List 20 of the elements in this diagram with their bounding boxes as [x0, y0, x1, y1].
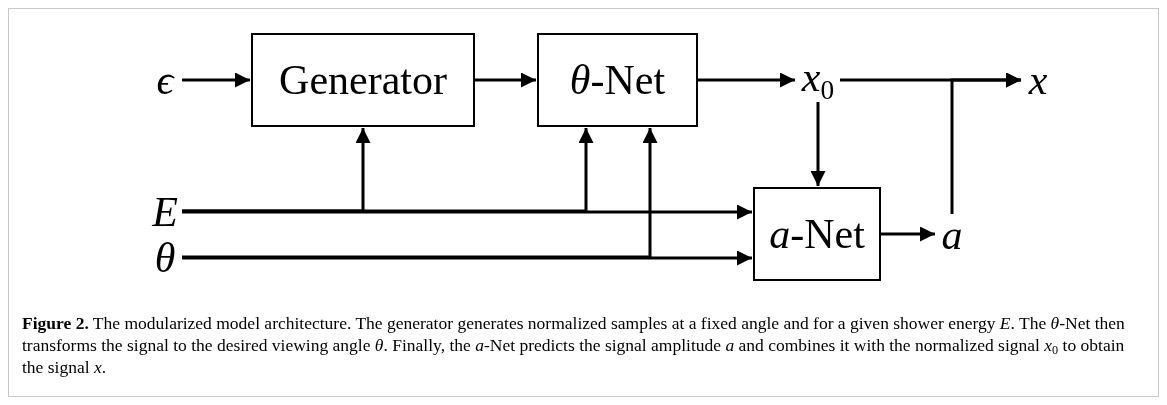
variable-label: θ [148, 236, 182, 280]
variable-label: x$_{0}$ [796, 58, 840, 102]
arrow [182, 250, 752, 266]
variable-label: ϵ [148, 58, 182, 102]
arrow [810, 102, 826, 186]
arrow [698, 72, 795, 88]
variable-label: x [1022, 58, 1054, 102]
arrow [950, 72, 1021, 214]
arrow [182, 72, 250, 88]
arrow [182, 204, 752, 220]
arrow [182, 128, 594, 213]
arrow [475, 72, 536, 88]
process-box: θ-Net [537, 33, 698, 127]
variable-label: a [936, 214, 968, 256]
process-box: a-Net [753, 187, 881, 281]
variable-label: E [148, 190, 182, 234]
process-box: Generator [251, 33, 475, 127]
arrow [881, 226, 935, 242]
arrow [182, 128, 658, 259]
figure-caption: Figure 2. The modularized model architecture. The generator generates normalized samples at a fixed angle and for a given shower energy E. The θ-Net then transforms the signal to the desired viewing angle θ. Finally, the a-Net predicts the signal amplitude a and combines it with the normalized signal x$_{0}$ to obtain the signal x. [22, 312, 1126, 378]
